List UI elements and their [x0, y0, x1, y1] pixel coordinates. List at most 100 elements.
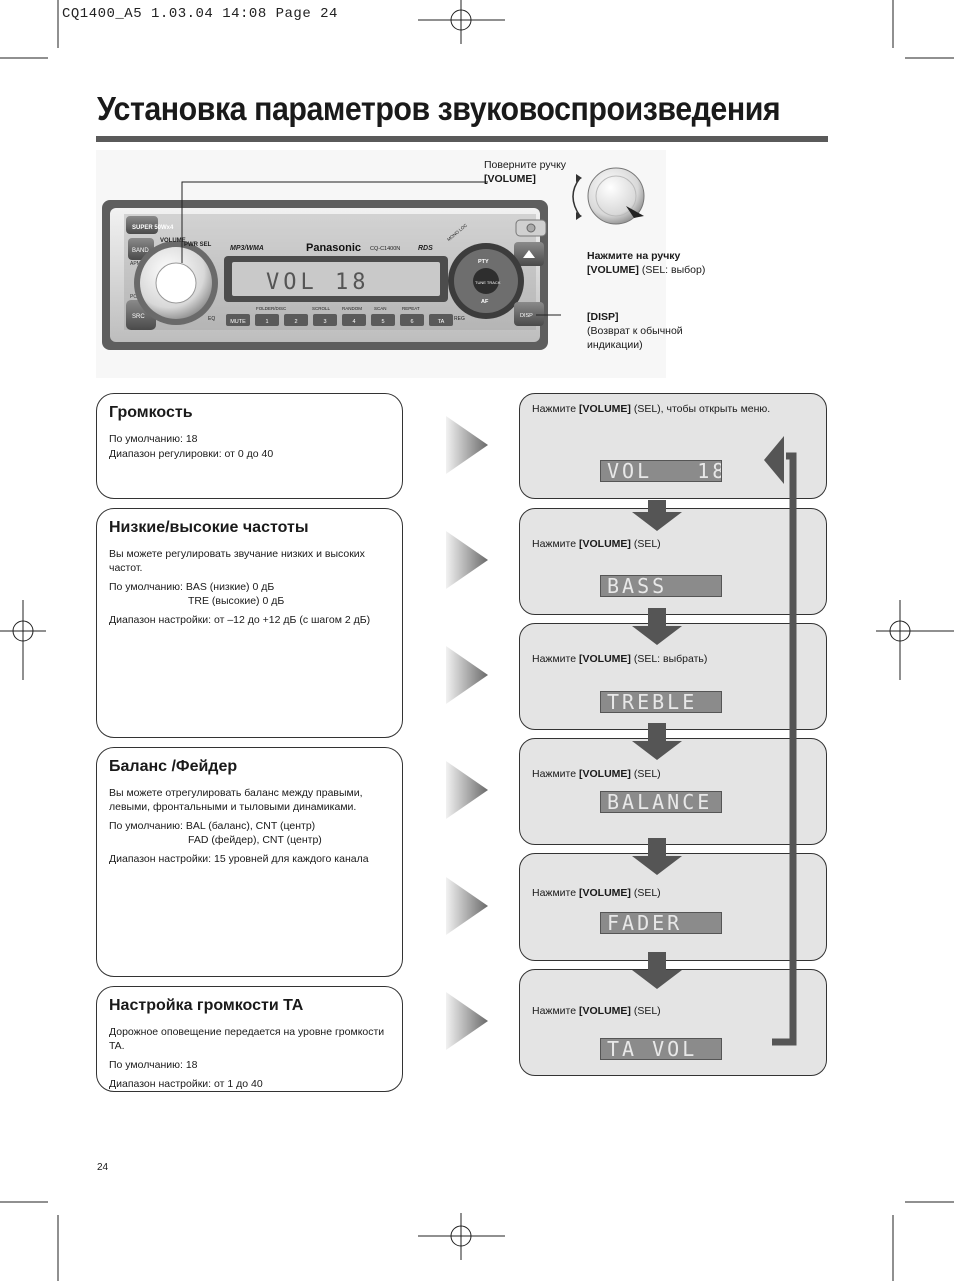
panel-title: Низкие/высокие частоты: [109, 519, 309, 536]
preset-button-label: 4: [352, 319, 355, 325]
pointer-arrow: [446, 877, 488, 935]
pointer-arrows: [446, 416, 488, 1050]
page-number: 24: [97, 1162, 109, 1173]
step-key: [VOLUME]: [578, 1005, 631, 1017]
preset-button: [284, 314, 308, 326]
lcd-display: TREBLE: [600, 691, 722, 713]
title-rule: [96, 136, 828, 142]
preset-button: [313, 314, 337, 326]
preset-button: [226, 314, 250, 326]
step-text: (SEL: выбрать): [630, 653, 708, 665]
step-text: (SEL): [630, 887, 661, 899]
panel-line: По умолчанию: 18: [109, 1059, 198, 1071]
turn-caption-key: [VOLUME]: [484, 173, 536, 185]
apm-label: APM: [130, 261, 141, 267]
step-text: Нажмите: [532, 653, 579, 665]
disp-caption-key: [DISP]: [587, 311, 619, 323]
random-label: RANDOM: [342, 306, 362, 311]
return-loop-arrow: [772, 452, 797, 1046]
panel-line: По умолчанию: 18: [109, 433, 198, 445]
disp-button-label: DISP: [520, 313, 533, 319]
step-instruction: Нажмите [VOLUME] (SEL: выбрать): [532, 652, 707, 666]
panel-line: Диапазон регулировки: от 0 до 40: [109, 448, 274, 460]
pointer-arrow: [446, 416, 488, 474]
format-label: MP3/WMA: [230, 245, 264, 252]
panel-line: Дорожное оповещение передается на уровне…: [109, 1026, 385, 1052]
panel-line: Диапазон настройки: от 1 до 40: [109, 1078, 263, 1090]
lcd-display: BASS: [600, 575, 722, 597]
step-text: (SEL), чтобы открыть меню.: [630, 403, 771, 415]
pwr-sel-label: PWR SEL: [184, 242, 212, 248]
brand-label: Panasonic: [306, 242, 361, 254]
preset-button: [400, 314, 424, 326]
pointer-arrow: [446, 992, 488, 1050]
down-arrow: [632, 723, 682, 760]
af-label: AF: [481, 299, 489, 305]
super-label: SUPER 50Wx4: [132, 225, 174, 231]
preset-button: [429, 314, 453, 326]
page-title: Установка параметров звуковоспроизведени…: [97, 90, 781, 127]
panel-bass-treble: Низкие/высокие частоты Вы можете регулир…: [96, 508, 403, 738]
preset-button: [342, 314, 366, 326]
scan-label: SCAN: [374, 306, 387, 311]
pointer-arrow: [446, 761, 488, 819]
panel-default: По умолчанию: BAS (низкие) 0 дБ TRE (выс…: [109, 580, 392, 608]
reg-label: REG: [454, 316, 465, 322]
panel-default-line1: По умолчанию: BAL (баланс), CNT (центр): [109, 820, 316, 832]
band-label: BAND: [132, 248, 149, 254]
preset-button-label: 6: [410, 319, 413, 325]
print-slug: CQ1400_A5 1.03.04 14:08 Page 24: [62, 6, 338, 22]
step-instruction: Нажмите [VOLUME] (SEL): [532, 1004, 661, 1018]
press-caption-line1: Нажмите на ручку: [587, 250, 681, 262]
pty-label: PTY: [478, 259, 489, 265]
lcd-display: VOL 18: [600, 460, 722, 482]
down-arrow: [632, 500, 682, 531]
panel-range: Диапазон настройки: 15 уровней для каждо…: [109, 853, 369, 865]
step-box: Нажмите [VOLUME] (SEL) TA VOL: [519, 969, 827, 1076]
panel-title: Громкость: [109, 404, 193, 421]
step-text: Нажмите: [532, 1005, 579, 1017]
volume-label: VOLUME: [160, 238, 186, 244]
step-key: [VOLUME]: [578, 887, 631, 899]
step-key: [VOLUME]: [578, 768, 631, 780]
disp-caption-line3: индикации): [587, 339, 643, 351]
disp-caption: [DISP] (Возврат к обычной индикации): [587, 310, 683, 352]
press-caption-sel: (SEL: выбор): [638, 264, 706, 276]
lcd-display: FADER: [600, 912, 722, 934]
return-loop-head: [764, 436, 784, 484]
step-box: Нажмите [VOLUME] (SEL) FADER: [519, 853, 827, 961]
panel-balance-fader: Баланс /Фейдер Вы можете отрегулировать …: [96, 747, 403, 977]
src-label: SRC: [132, 314, 145, 320]
rds-label: RDS: [418, 245, 433, 252]
panel-default: По умолчанию: BAL (баланс), CNT (центр) …: [109, 819, 392, 847]
step-text: Нажмите: [532, 887, 579, 899]
step-text: (SEL): [630, 538, 661, 550]
panel-title: Настройка громкости TA: [109, 997, 304, 1014]
preset-button-label: TA: [438, 319, 445, 325]
step-text: (SEL): [630, 1005, 661, 1017]
lcd-display: TA VOL: [600, 1038, 722, 1060]
tune-track-label: TUNE TRACK: [475, 280, 501, 285]
scroll-label: SCROLL: [312, 306, 331, 311]
car-radio-illustration: SUPER 50Wx4 BAND SRC APM POWER VOLUME PW…: [96, 150, 666, 378]
preset-button-label: 1: [265, 319, 268, 325]
step-instruction: Нажмите [VOLUME] (SEL): [532, 886, 661, 900]
preset-button-label: 3: [323, 319, 326, 325]
step-box: Нажмите [VOLUME] (SEL) BASS: [519, 508, 827, 615]
step-instruction: Нажмите [VOLUME] (SEL): [532, 767, 661, 781]
pointer-arrow: [446, 646, 488, 704]
panel-default-line2: TRE (высокие) 0 дБ: [188, 595, 285, 607]
panel-default-line1: По умолчанию: BAS (низкие) 0 дБ: [109, 581, 275, 593]
panel-volume: Громкость По умолчанию: 18 Диапазон регу…: [96, 393, 403, 499]
preset-button-label: 2: [294, 319, 297, 325]
flow-arrows: [632, 436, 797, 1046]
panel-range: Диапазон настройки: от –12 до +12 дБ (с …: [109, 614, 371, 626]
preset-button: [371, 314, 395, 326]
preset-button-label: 5: [381, 319, 384, 325]
step-box: Нажмите [VOLUME] (SEL: выбрать) TREBLE: [519, 623, 827, 730]
repeat-label: REPEAT: [402, 306, 420, 311]
step-box: Нажмите [VOLUME] (SEL) BALANCE: [519, 738, 827, 845]
down-arrow: [632, 838, 682, 875]
down-arrow: [632, 608, 682, 645]
